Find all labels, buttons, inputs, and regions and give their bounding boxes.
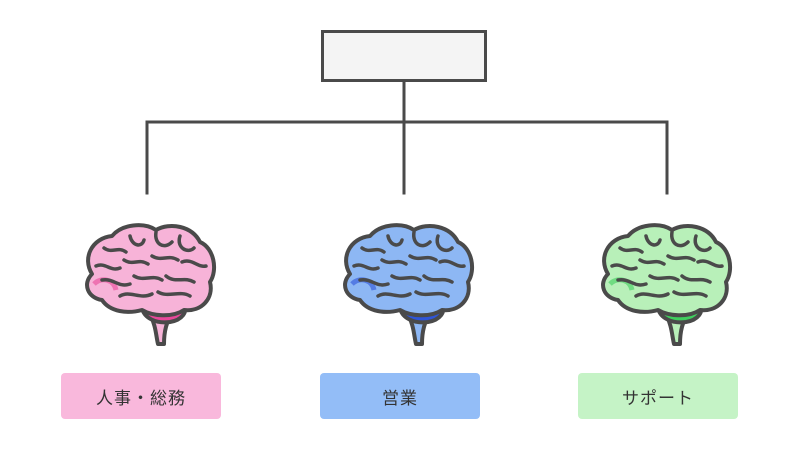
department-label-text: 営業 (382, 388, 418, 409)
department-label-text: 人事・総務 (96, 388, 186, 409)
department-label-support: サポート (578, 373, 738, 419)
department-label-hr: 人事・総務 (61, 373, 221, 419)
brain-icon (601, 223, 733, 346)
brain-icon (85, 223, 217, 346)
department-label-text: サポート (622, 388, 694, 409)
department-label-sales: 営業 (320, 373, 480, 419)
brain-icon (343, 223, 475, 346)
